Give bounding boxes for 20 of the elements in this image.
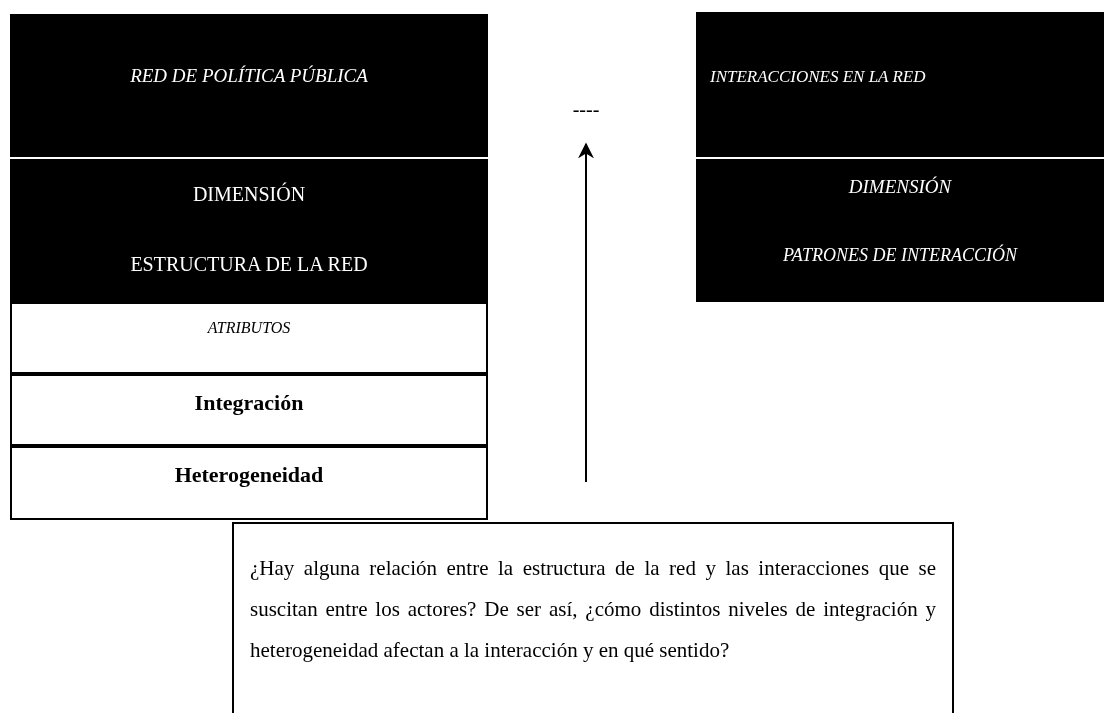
header-block <box>696 159 1104 302</box>
node-text: Integración <box>194 389 304 417</box>
heading-text: DIMENSIÓN <box>192 181 306 207</box>
body-text: PATRONES DE INTERACCIÓN <box>783 243 1017 267</box>
arrow <box>578 142 594 483</box>
dash-label: ---- <box>572 97 600 122</box>
attribute-row <box>10 374 488 446</box>
question-box <box>232 522 954 713</box>
node-text: ATRIBUTOS <box>207 318 291 338</box>
attribute-row <box>10 302 488 374</box>
node-text: RED DE POLÍTICA PÚBLICA <box>130 64 368 88</box>
header-block <box>10 159 488 302</box>
node-text: ¿Hay alguna relación entre la estructura de la red y las interacciones que se suscitan entre los actores? De ser así, ¿cómo distintos niveles de integración y heterogeneidad afectan a la interacción y en qué sentido? <box>250 555 936 664</box>
header-block <box>10 14 488 157</box>
attribute-row <box>10 446 488 520</box>
heading-text: DIMENSIÓN <box>848 175 952 199</box>
body-text: ESTRUCTURA DE LA RED <box>130 252 368 277</box>
node-text: INTERACCIONES EN LA RED <box>710 66 926 88</box>
header-block <box>696 12 1104 157</box>
node-text: Heterogeneidad <box>174 461 324 489</box>
